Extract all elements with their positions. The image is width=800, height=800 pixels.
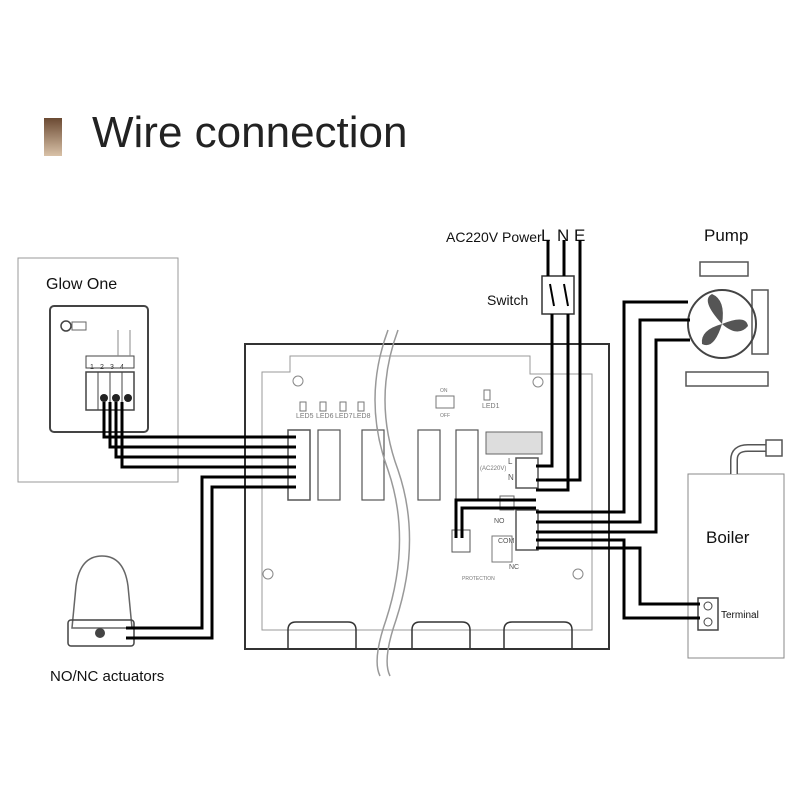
relay-com-label: COM: [498, 538, 515, 545]
boiler-icon: [687, 439, 785, 659]
power-N-label: N: [557, 226, 570, 245]
terminal-label: Terminal: [721, 610, 759, 621]
page-title: Wire connection: [92, 108, 408, 157]
switch-label: Switch: [487, 292, 529, 308]
led5-label: LED5: [296, 413, 314, 420]
led6-label: LED6: [316, 413, 334, 420]
board-N-label: N: [508, 473, 514, 482]
power-L-label: L: [541, 226, 551, 245]
led7-label: LED7: [335, 413, 353, 420]
relay-nc-label: NC: [509, 564, 520, 571]
relay-no-label: NO: [494, 518, 505, 525]
glow-one-thermostat: [17, 257, 179, 483]
main-control-board: [244, 343, 610, 650]
actuators-label: NO/NC actuators: [50, 668, 165, 685]
led8-label: LED8: [353, 413, 371, 420]
protection-label: PROTECTION: [462, 576, 495, 582]
power-E-label: E: [574, 226, 586, 245]
pump-label: Pump: [704, 226, 749, 245]
led1-label: LED1: [482, 403, 500, 410]
switch-icon: [541, 275, 575, 315]
boiler-label: Boiler: [706, 528, 750, 547]
dip-off-label: OFF: [440, 413, 450, 419]
glow-one-label: Glow One: [46, 276, 118, 293]
title-accent-bar: [44, 118, 62, 156]
actuator-icon: [67, 555, 135, 647]
pump-icon: [685, 261, 769, 387]
ac-label: (AC220V): [480, 466, 507, 472]
board-L-label: L: [508, 457, 513, 466]
power-label: AC220V Power: [446, 229, 542, 245]
dip-on-label: ON: [440, 388, 448, 394]
wires: [102, 240, 700, 640]
